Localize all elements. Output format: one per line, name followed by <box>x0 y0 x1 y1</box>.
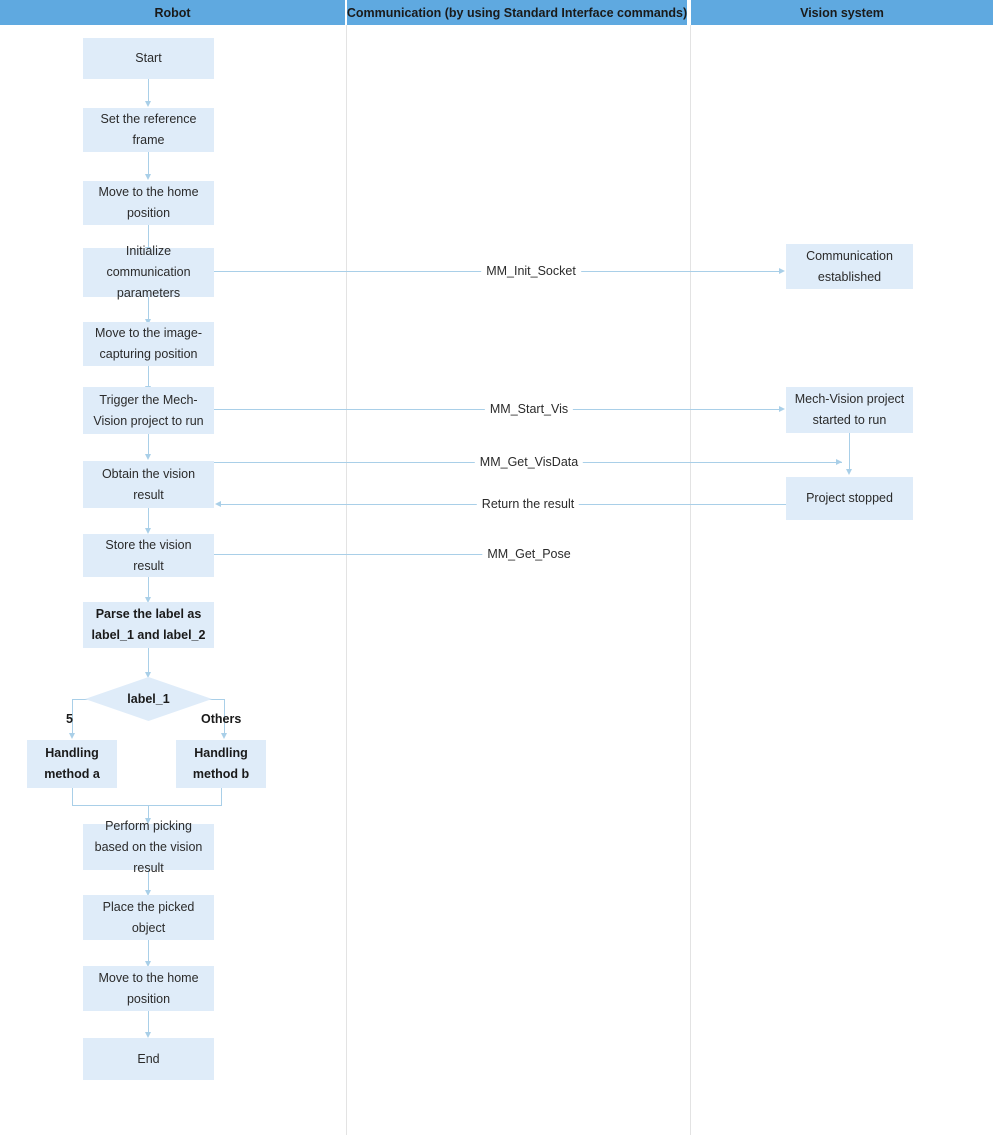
branch-label-others: Others <box>201 712 242 726</box>
message-label-mm-init-socket: MM_Init_Socket <box>481 264 581 278</box>
arrowhead-project-stopped <box>845 469 852 475</box>
lane-separator-right <box>690 25 691 1135</box>
node-mech-vision-project-started-label: Mech-Vision project started to run <box>794 392 905 427</box>
arrowhead-return-the-result <box>215 500 221 507</box>
connector-place-to-home <box>148 940 149 961</box>
connector-decision-right-horizontal <box>209 699 225 700</box>
lane-header-communication: Communication (by using Standard Interfa… <box>345 0 689 25</box>
message-label-mm-start-vis: MM_Start_Vis <box>484 402 574 416</box>
connector-merge-to-perform-pick <box>148 805 149 820</box>
node-start[interactable]: Start <box>83 38 214 79</box>
node-set-reference-frame-label: Set the reference frame <box>100 112 197 147</box>
connector-decision-left-horizontal <box>72 699 88 700</box>
lane-header-vision-system: Vision system <box>691 0 993 25</box>
arrowhead-set-frame <box>144 101 151 107</box>
node-parse-label-text: Parse the label as label_1 and label_2 <box>91 607 206 642</box>
connector-obtain-to-store <box>148 508 149 528</box>
message-label-mm-get-visdata: MM_Get_VisData <box>474 455 584 469</box>
decision-label-1-text: label_1 <box>127 692 170 706</box>
node-perform-picking-label: Perform picking based on the vision resu… <box>94 818 203 875</box>
arrowhead-obtain-vis <box>144 454 151 460</box>
connector-image-pos-to-trigger <box>148 366 149 386</box>
connector-handling-b-down <box>221 788 222 805</box>
message-label-return-the-result: Return the result <box>476 497 580 511</box>
connector-parse-to-decision <box>148 648 149 672</box>
connector-decision-right-vertical <box>224 699 225 733</box>
lane-header-robot: Robot <box>0 0 345 25</box>
arrowhead-mm-get-visdata <box>836 458 842 465</box>
node-trigger-mech-vision-label: Trigger the Mech-Vision project to run <box>93 392 204 428</box>
node-set-reference-frame[interactable]: Set the reference frame <box>83 108 214 152</box>
connector-home-to-init-comm <box>148 225 149 247</box>
node-project-stopped-label: Project stopped <box>806 491 893 505</box>
node-perform-picking[interactable]: Perform picking based on the vision resu… <box>83 819 214 875</box>
connector-project-started-to-stopped <box>849 433 850 471</box>
arrowhead-mm-start-vis <box>779 405 785 412</box>
connector-trigger-to-obtain <box>148 434 149 454</box>
node-handling-method-b[interactable]: Handling method b <box>176 740 266 788</box>
branch-label-5: 5 <box>66 712 73 726</box>
connector-home-to-end <box>148 1011 149 1032</box>
arrowhead-mm-init-socket <box>779 267 785 274</box>
node-move-image-capturing-position-label: Move to the image-capturing position <box>95 326 202 361</box>
node-start-label: Start <box>135 51 162 65</box>
node-communication-established[interactable]: Communication established <box>786 244 913 289</box>
arrowhead-decision <box>144 672 151 678</box>
lane-header-communication-label: Communication (by using Standard Interfa… <box>346 5 688 20</box>
node-store-vision-result[interactable]: Store the vision result <box>83 534 214 577</box>
node-handling-method-b-label: Handling method b <box>192 746 250 781</box>
arrowhead-handling-a <box>68 733 75 739</box>
node-end-label: End <box>137 1051 160 1066</box>
connector-start-to-set-frame <box>148 79 149 101</box>
arrowhead-home-2 <box>144 961 151 967</box>
arrowhead-home-1 <box>144 174 151 180</box>
node-place-picked-object-label: Place the picked object <box>102 899 195 935</box>
lane-header-vision-label: Vision system <box>800 5 884 20</box>
node-obtain-vision-result-label: Obtain the vision result <box>101 466 196 502</box>
arrowhead-handling-b <box>220 733 227 739</box>
node-initialize-communication-label: Initialize communication parameters <box>106 244 191 300</box>
node-trigger-mech-vision[interactable]: Trigger the Mech-Vision project to run <box>83 387 214 434</box>
connector-handling-a-down <box>72 788 73 805</box>
node-move-image-capturing-position[interactable]: Move to the image-capturing position <box>83 322 214 366</box>
node-store-vision-result-label: Store the vision result <box>105 537 192 573</box>
connector-handling-merge <box>72 805 222 806</box>
decision-label-1[interactable]: label_1 <box>85 677 212 721</box>
node-move-home-2[interactable]: Move to the home position <box>83 966 214 1011</box>
node-handling-method-a-label: Handling method a <box>44 746 100 781</box>
message-label-mm-get-pose: MM_Get_Pose <box>482 547 576 561</box>
node-obtain-vision-result[interactable]: Obtain the vision result <box>83 461 214 508</box>
node-move-home-1[interactable]: Move to the home position <box>83 181 214 225</box>
node-parse-label[interactable]: Parse the label as label_1 and label_2 <box>83 602 214 648</box>
connector-init-comm-to-image-pos <box>148 297 149 319</box>
node-place-picked-object[interactable]: Place the picked object <box>83 895 214 940</box>
lane-header-robot-label: Robot <box>154 5 191 20</box>
arrowhead-perform-pick <box>144 818 151 824</box>
node-handling-method-a[interactable]: Handling method a <box>27 740 117 788</box>
arrowhead-end <box>144 1032 151 1038</box>
arrowhead-place-object <box>144 890 151 896</box>
lane-separator-left <box>346 25 347 1135</box>
node-move-home-1-label: Move to the home position <box>98 185 199 220</box>
node-end[interactable]: End <box>83 1038 214 1080</box>
node-mech-vision-project-started[interactable]: Mech-Vision project started to run <box>786 387 913 433</box>
node-initialize-communication[interactable]: Initialize communication parameters <box>83 244 214 300</box>
connector-decision-left-vertical <box>72 699 73 733</box>
connector-perform-to-place <box>148 870 149 890</box>
connector-set-frame-to-home <box>148 152 149 174</box>
arrowhead-parse-label <box>144 597 151 603</box>
arrowhead-store-vis <box>144 528 151 534</box>
connector-store-to-parse <box>148 577 149 597</box>
node-project-stopped[interactable]: Project stopped <box>786 477 913 520</box>
node-move-home-2-label: Move to the home position <box>98 970 199 1006</box>
connector-mm-get-pose <box>214 554 486 555</box>
node-communication-established-label: Communication established <box>806 248 893 284</box>
